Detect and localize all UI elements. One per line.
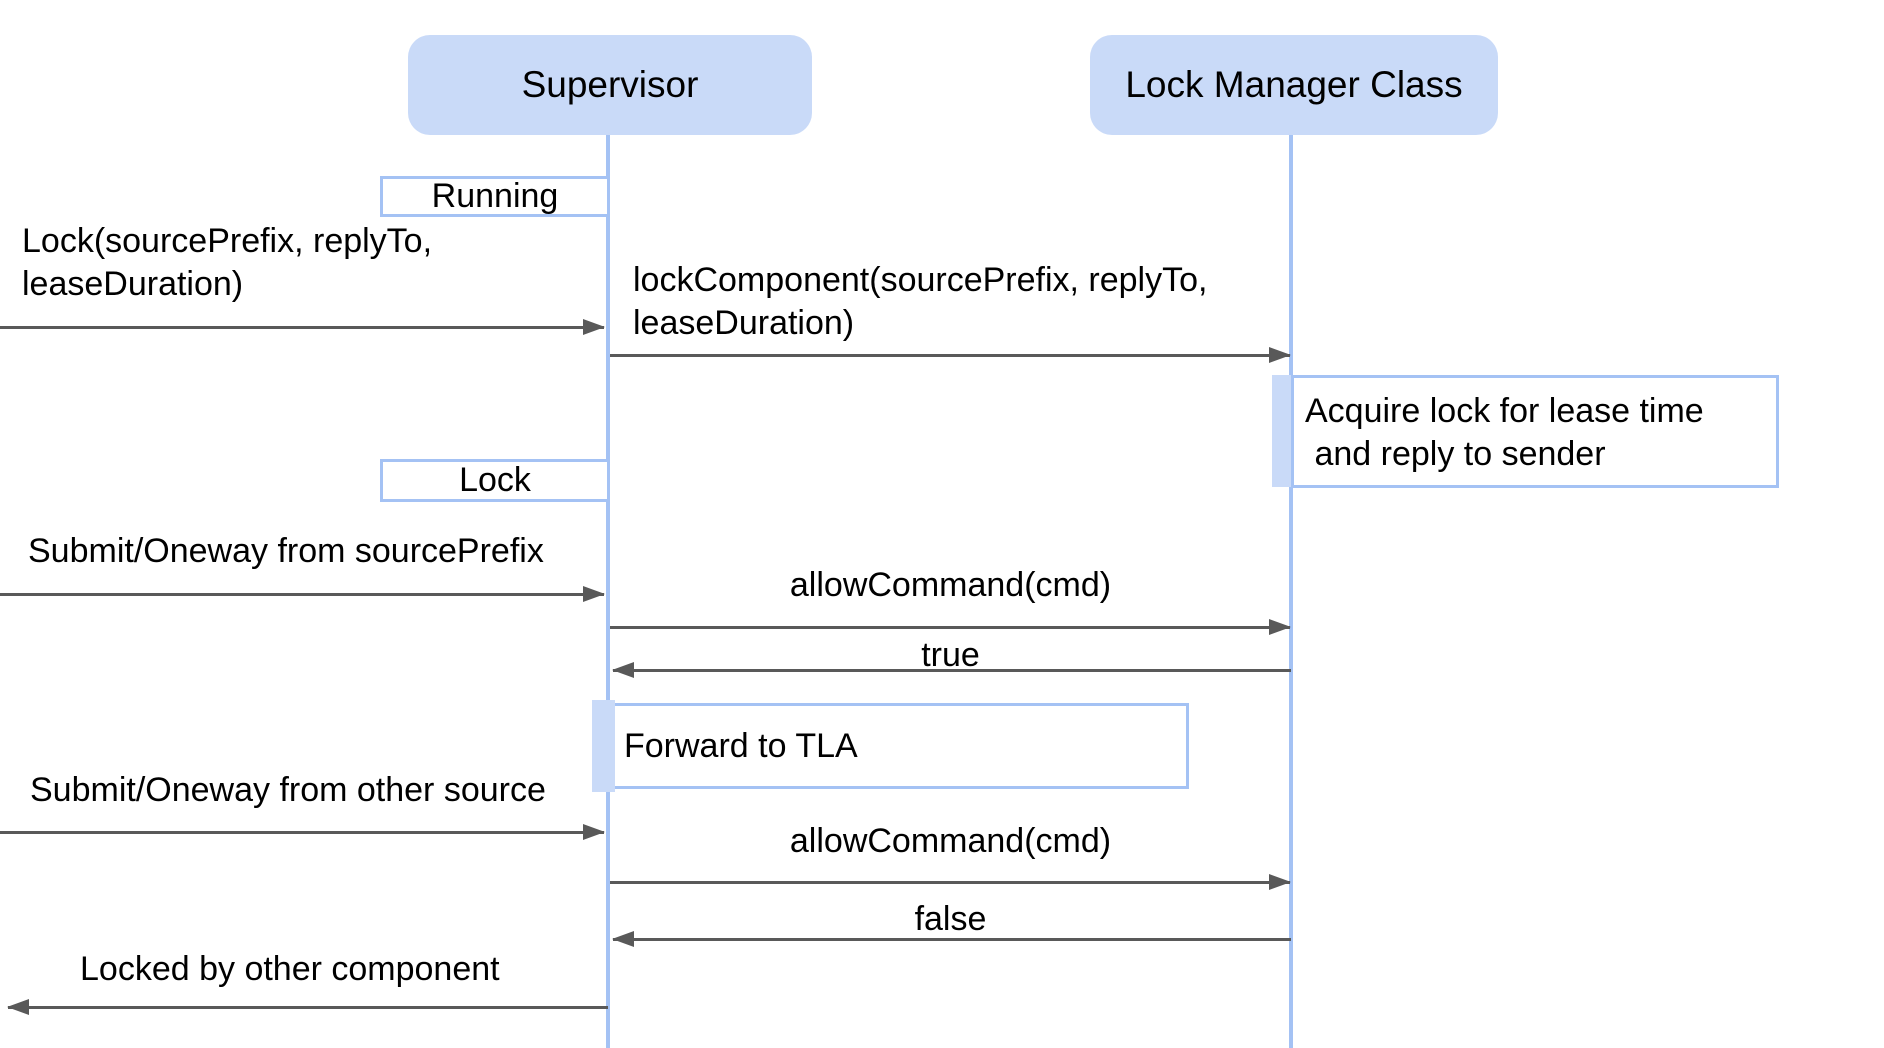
participant-supervisor-label: Supervisor: [521, 64, 699, 105]
note-box-forward-tla: Forward to TLA: [592, 703, 1189, 789]
arrow-line: [610, 354, 1290, 357]
message-label-submit-other: Submit/Oneway from other source: [30, 771, 546, 809]
arrow-head-right-icon: [1269, 874, 1291, 890]
arrow-head-left-icon: [612, 931, 634, 947]
arrow-false-reply: [612, 931, 1291, 947]
arrow-line: [613, 669, 1291, 672]
message-label-false: false: [914, 900, 987, 938]
arrow-line: [610, 626, 1290, 629]
lock-manager-lifeline: [1289, 135, 1293, 1048]
arrow-locked-by-other: [7, 999, 608, 1015]
arrow-head-right-icon: [1269, 619, 1291, 635]
arrow-submit-source: [0, 586, 605, 602]
state-running-label: Running: [431, 177, 559, 215]
participant-lock-manager: Lock Manager Class: [1090, 35, 1498, 135]
supervisor-lifeline: [606, 134, 610, 1048]
arrow-line: [613, 938, 1291, 941]
arrow-head-right-icon: [583, 824, 605, 840]
arrow-line: [610, 881, 1290, 884]
arrow-line: [8, 1006, 608, 1009]
arrow-lock-component: [610, 347, 1291, 363]
message-label-allow-command-1: allowCommand(cmd): [789, 566, 1112, 604]
arrow-head-right-icon: [583, 319, 605, 335]
arrow-lock-request: [0, 319, 605, 335]
arrow-head-left-icon: [7, 999, 29, 1015]
participant-supervisor: Supervisor: [408, 35, 812, 135]
arrow-line: [0, 831, 604, 834]
arrow-line: [0, 326, 604, 329]
message-label-locked-by-other: Locked by other component: [80, 950, 500, 988]
arrow-line: [0, 593, 604, 596]
note-box-acquire-lock: Acquire lock for lease time and reply to…: [1291, 375, 1779, 488]
message-label-allow-command-2: allowCommand(cmd): [789, 822, 1112, 860]
arrow-head-right-icon: [583, 586, 605, 602]
state-lock-label: Lock: [459, 461, 531, 499]
activation-bar-supervisor: [592, 700, 615, 792]
participant-lock-manager-label: Lock Manager Class: [1125, 64, 1463, 105]
arrow-head-right-icon: [1269, 347, 1291, 363]
message-label-true: true: [921, 636, 980, 674]
arrow-true-reply: [612, 662, 1291, 678]
message-label-submit-source: Submit/Oneway from sourcePrefix: [28, 532, 544, 570]
arrow-head-left-icon: [612, 662, 634, 678]
arrow-submit-other: [0, 824, 605, 840]
note-forward-label: Forward to TLA: [624, 726, 858, 765]
arrow-allow-command-2: [610, 874, 1291, 890]
state-box-running: Running: [380, 176, 610, 217]
activation-bar-lock-manager: [1272, 375, 1292, 487]
message-label-lock-component: lockComponent(sourcePrefix, replyTo, lea…: [633, 261, 1208, 342]
arrow-allow-command-1: [610, 619, 1291, 635]
message-label-lock-request: Lock(sourcePrefix, replyTo, leaseDuratio…: [22, 222, 433, 303]
state-box-lock: Lock: [380, 459, 610, 502]
